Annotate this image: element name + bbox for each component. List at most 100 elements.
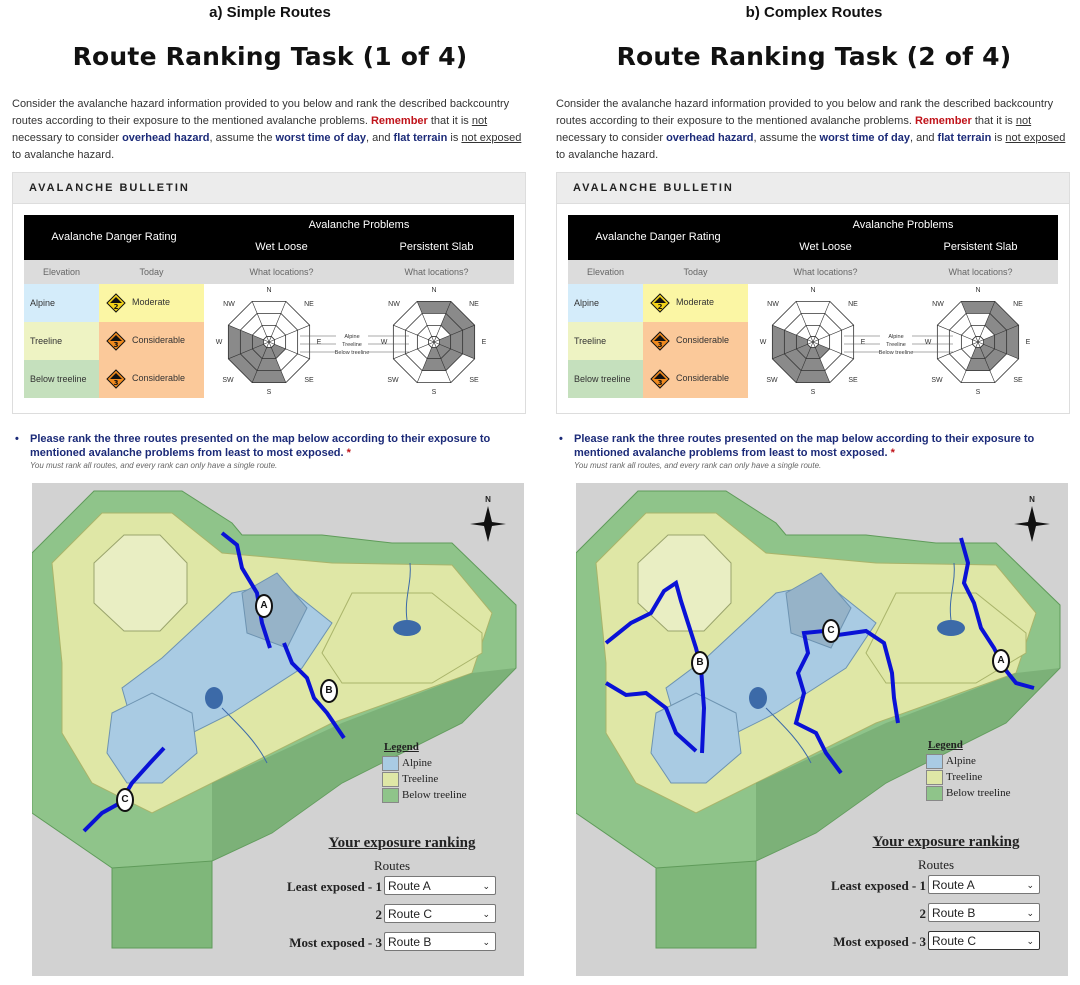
- rose-spoke: [812, 324, 854, 343]
- rank-label: Most exposed - 3: [289, 935, 382, 950]
- rose-spoke: [228, 341, 270, 360]
- rank-3-select[interactable]: Route C⌄: [928, 931, 1040, 950]
- rose-sector: [440, 313, 463, 336]
- sub-locations: What locations?: [404, 267, 469, 277]
- rose-aspect-label: N: [266, 287, 271, 294]
- elevation-callout: Treeline: [342, 342, 362, 348]
- rose-spoke: [795, 301, 814, 343]
- instr-worst: worst time of day: [819, 132, 910, 144]
- danger-considerable-icon: 3: [106, 331, 126, 351]
- routes-label: Routes: [917, 857, 955, 872]
- north-compass: N: [1012, 495, 1052, 547]
- rose-aspect-label: W: [925, 339, 932, 346]
- rose-aspect-label: SW: [387, 377, 399, 384]
- chevron-down-icon: ⌄: [482, 937, 490, 947]
- rose-sector: [462, 325, 475, 359]
- instr-text: , and: [366, 132, 391, 144]
- rose-aspect-label: SW: [766, 377, 778, 384]
- route-marker-a[interactable]: A: [255, 594, 273, 618]
- route-marker-c[interactable]: C: [116, 788, 134, 812]
- route-marker-b[interactable]: B: [691, 651, 709, 675]
- rose-sector: [784, 348, 807, 371]
- rose-aspect-label: NE: [848, 301, 858, 308]
- rank-label: Least exposed - 1: [287, 879, 382, 894]
- rose-sector: [966, 358, 990, 371]
- legend-item: Below treeline: [382, 787, 466, 803]
- route-marker-c[interactable]: C: [822, 619, 840, 643]
- legend-title: Legend: [384, 741, 419, 753]
- chevron-down-icon: ⌄: [1026, 908, 1034, 918]
- rose-aspect-label: N: [431, 287, 436, 294]
- rating-text: Moderate: [132, 297, 171, 307]
- route-marker-a[interactable]: A: [992, 649, 1010, 673]
- instr-flat: flat terrain: [937, 132, 992, 144]
- exposure-ranking: Your exposure ranking Routes Least expos…: [242, 835, 522, 958]
- rose-aspect-label: W: [381, 339, 388, 346]
- rose-sector: [228, 353, 258, 383]
- select-value: Route B: [388, 935, 432, 949]
- danger-rating-header: Avalanche Danger Rating: [51, 231, 177, 243]
- rose-spoke: [268, 324, 310, 343]
- rank-row-1: Least exposed - 1 Route A⌄: [786, 875, 1066, 901]
- legend-swatch-below-treeline: [926, 785, 943, 801]
- elevation-label: Below treeline: [24, 360, 99, 398]
- rose-sector: [971, 347, 985, 359]
- select-value: Route C: [388, 907, 433, 921]
- danger-moderate-icon: 2: [650, 293, 670, 313]
- rose-spoke: [960, 341, 979, 383]
- problem-persistent-slab: Persistent Slab: [399, 241, 474, 253]
- instr-text: necessary to consider: [12, 132, 119, 144]
- row-treeline: Treeline 3 Considerable: [24, 322, 204, 360]
- rose-sector: [772, 325, 785, 359]
- rose-aspect-label: S: [432, 389, 437, 396]
- rose-spoke: [937, 341, 979, 360]
- rank-1-select[interactable]: Route A⌄: [928, 875, 1040, 894]
- instr-worst: worst time of day: [275, 132, 366, 144]
- svg-text:3: 3: [114, 379, 119, 387]
- rose-sector: [784, 330, 797, 354]
- rose-sector: [796, 344, 811, 359]
- route-marker-b[interactable]: B: [320, 679, 338, 703]
- rank-row-1: Least exposed - 1 Route A⌄: [242, 876, 522, 902]
- rose-aspect-label: S: [976, 389, 981, 396]
- rose-aspect-label: N: [810, 287, 815, 294]
- rose-aspect-label: SW: [222, 377, 234, 384]
- rose-aspect-label: SE: [1013, 377, 1023, 384]
- rank-2-select[interactable]: Route C⌄: [384, 904, 496, 923]
- terrain-map: A B C N Legend Alpine Treeline Below tre…: [32, 483, 524, 976]
- task-title: Route Ranking Task (1 of 4): [72, 42, 468, 71]
- north-label: N: [485, 495, 491, 504]
- row-below-treeline: Below treeline 3 Considerable: [568, 360, 748, 398]
- rose-sector: [262, 347, 276, 359]
- instr-not: not: [1015, 115, 1032, 127]
- rose-aspect-label: E: [317, 339, 322, 346]
- rose-sector: [427, 347, 441, 359]
- danger-considerable-icon: 3: [106, 369, 126, 389]
- rose-spoke: [812, 341, 854, 360]
- rose-aspect-label: NW: [932, 301, 944, 308]
- legend-item: Alpine: [382, 755, 466, 771]
- rose-aspect-label: SE: [304, 377, 314, 384]
- rose-spoke: [433, 301, 452, 343]
- avalanche-bulletin: AVALANCHE BULLETIN Avalanche Danger Rati…: [12, 172, 526, 414]
- rank-1-select[interactable]: Route A⌄: [384, 876, 496, 895]
- rose-spoke: [795, 341, 814, 383]
- map-legend: Legend Alpine Treeline Below treeline: [382, 741, 466, 803]
- instr-not: not: [471, 115, 488, 127]
- rank-label: Least exposed - 1: [831, 878, 926, 893]
- rank-3-select[interactable]: Route B ⌄: [384, 932, 496, 951]
- table-subheader: Elevation Today What locations? What loc…: [24, 260, 514, 284]
- rose-spoke: [393, 324, 435, 343]
- rose-sector: [984, 313, 1007, 336]
- instr-text: Consider the avalanche hazard informatio…: [556, 98, 1054, 127]
- elevation-callout: Below treeline: [335, 350, 370, 356]
- map-legend: Legend Alpine Treeline Below treeline: [926, 739, 1010, 801]
- rank-2-select[interactable]: Route B⌄: [928, 903, 1040, 922]
- danger-moderate-icon: 2: [106, 293, 126, 313]
- danger-rating: 3 Considerable: [643, 360, 748, 398]
- rose-spoke: [416, 301, 435, 343]
- rose-aspect-label: SE: [469, 377, 479, 384]
- rose-sector: [961, 301, 995, 314]
- instr-text: is: [450, 132, 459, 144]
- rose-sector: [439, 335, 451, 349]
